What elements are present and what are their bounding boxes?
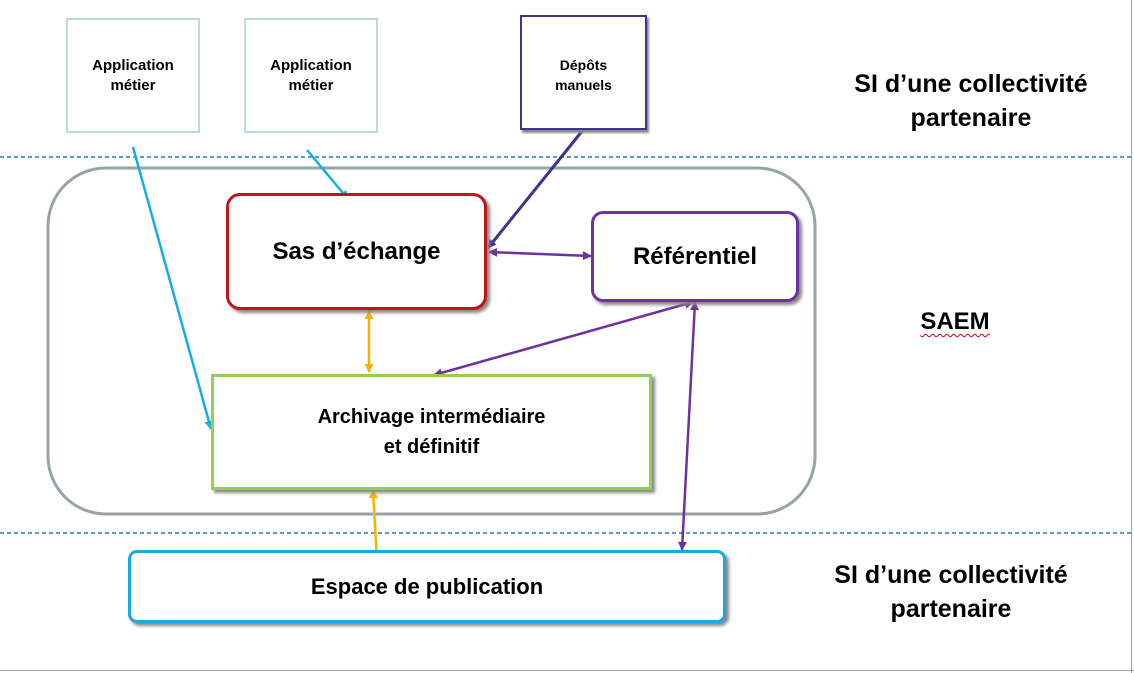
arrow-application2-to-sas <box>306 149 349 200</box>
referentiel-label: Référentiel <box>632 242 758 270</box>
arrow-archive-publication <box>368 489 382 561</box>
frame-border-bottom <box>0 670 1134 671</box>
application-metier-2-label: Application métier <box>270 57 352 94</box>
arrow-application1-to-archive <box>131 146 214 430</box>
application-metier-1-label: Application métier <box>92 57 174 94</box>
zone-label-saem: SAEM <box>905 305 1005 339</box>
espace-publication-box: Espace de publication <box>128 550 726 623</box>
referentiel-box: Référentiel <box>591 211 799 302</box>
depots-manuels-box: Dépôts manuels <box>520 15 647 130</box>
sas-echange-box: Sas d’échange <box>226 193 487 310</box>
zone-label-bottom: SI d’une collectivité partenaire <box>834 561 1068 623</box>
application-metier-1-box: Application métier <box>66 18 200 133</box>
frame-border-right <box>1131 0 1132 673</box>
application-metier-2-box: Application métier <box>244 18 378 133</box>
arrow-referentiel-archive <box>433 299 694 378</box>
archivage-box: Archivage intermédiaire et définitif <box>211 374 652 490</box>
arrow-depots-to-sas <box>486 129 585 249</box>
arrow-referentiel-publication <box>677 301 700 551</box>
saem-container <box>46 166 817 516</box>
zone-label-top: SI d’une collectivité partenaire <box>854 70 1088 132</box>
zone-label-saem-text: SAEM <box>920 308 990 335</box>
archivage-label: Archivage intermédiaire et définitif <box>317 406 546 458</box>
espace-publication-label: Espace de publication <box>310 573 544 599</box>
arrow-sas-referentiel <box>488 247 592 261</box>
depots-manuels-label: Dépôts manuels <box>555 57 612 93</box>
sas-echange-label: Sas d’échange <box>272 237 441 265</box>
